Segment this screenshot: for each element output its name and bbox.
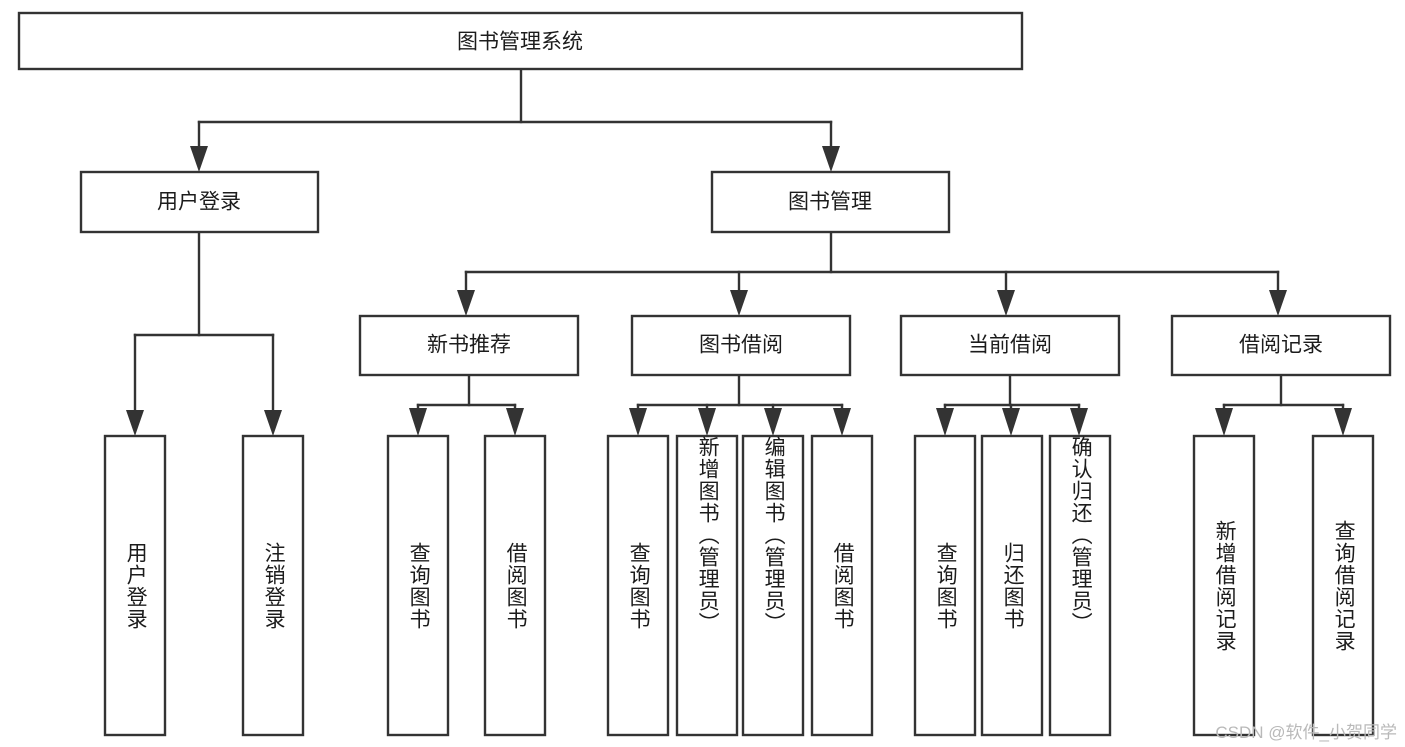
node-layer [17, 11, 1392, 737]
arrow-record-leaf-1 [1215, 408, 1233, 436]
arrow-newbook-leaf-2 [506, 408, 524, 436]
node-borrow-record-box[interactable] [1170, 314, 1392, 377]
leaf-add-record-box[interactable] [1192, 434, 1256, 737]
arrow-record-leaf-2 [1334, 408, 1352, 436]
arrow-current-leaf-2 [1002, 408, 1020, 436]
node-user-login-label: 用户登录 [157, 191, 241, 214]
node-book-borrow-label: 图书借阅 [699, 334, 783, 357]
arrow-bookmgmt-to-borrow [730, 290, 748, 316]
arrow-borrow-leaf-2 [698, 408, 716, 436]
node-root-label: 图书管理系统 [457, 31, 583, 54]
leaf-borrow-book-2-box[interactable] [810, 434, 874, 737]
arrow-bookmgmt-to-record [1269, 290, 1287, 316]
horizontal-label-layer: 图书管理系统 用户登录 图书管理 新书推荐 图书借阅 当前借阅 借阅记录 [157, 31, 1323, 357]
node-user-login-box[interactable] [79, 170, 320, 234]
arrow-bookmgmt-to-current [997, 290, 1015, 316]
node-new-book-rec-label: 新书推荐 [427, 334, 511, 357]
leaf-query-book-3-box[interactable] [913, 434, 977, 737]
arrow-borrow-leaf-1 [629, 408, 647, 436]
arrow-userlogin-leaf-2 [264, 410, 282, 436]
leaf-confirm-return-box[interactable] [1048, 434, 1112, 737]
arrow-current-leaf-1 [936, 408, 954, 436]
leaf-query-record-box[interactable] [1311, 434, 1375, 737]
arrow-newbook-leaf-1 [409, 408, 427, 436]
leaf-add-book-box[interactable] [675, 434, 739, 737]
arrow-borrow-leaf-3 [764, 408, 782, 436]
node-new-book-rec-box[interactable] [358, 314, 580, 377]
node-borrow-record-label: 借阅记录 [1239, 334, 1323, 357]
leaf-return-book-box[interactable] [980, 434, 1044, 737]
leaf-logout-box[interactable] [241, 434, 305, 737]
leaf-query-book-2-box[interactable] [606, 434, 670, 737]
node-current-borrow-box[interactable] [899, 314, 1121, 377]
arrow-bookmgmt-to-newbook [457, 290, 475, 316]
node-book-borrow-box[interactable] [630, 314, 852, 377]
node-book-mgmt-box[interactable] [710, 170, 951, 234]
leaf-user-login-box[interactable] [103, 434, 167, 737]
arrow-root-to-user-login [190, 146, 208, 172]
csdn-watermark: CSDN @软件_小贺同学 [1215, 723, 1397, 742]
leaf-edit-book-box[interactable] [741, 434, 805, 737]
arrow-userlogin-leaf-1 [126, 410, 144, 436]
node-book-mgmt-label: 图书管理 [788, 191, 872, 214]
connector-layer [126, 67, 1352, 436]
arrow-borrow-leaf-4 [833, 408, 851, 436]
node-root-box[interactable] [17, 11, 1024, 71]
leaf-borrow-book-1-box[interactable] [483, 434, 547, 737]
node-current-borrow-label: 当前借阅 [968, 334, 1052, 357]
arrow-root-to-book-mgmt [822, 146, 840, 172]
leaf-query-book-1-box[interactable] [386, 434, 450, 737]
arrow-current-leaf-3 [1070, 408, 1088, 436]
